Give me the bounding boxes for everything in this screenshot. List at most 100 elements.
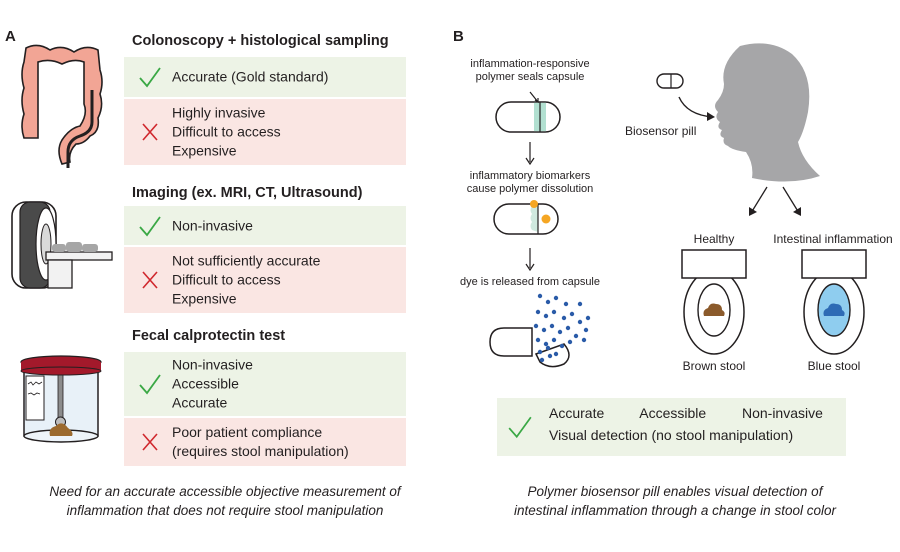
dye-dot (543, 341, 549, 347)
check-icon (508, 416, 532, 439)
dye-dot (573, 333, 579, 339)
dye-dot (539, 357, 545, 363)
stool-sample-jar-icon (20, 355, 102, 443)
panel-a-caption: Need for an accurate accessible objectiv… (0, 482, 450, 520)
pro-item: Non-invasive (172, 356, 253, 373)
check-icon (139, 67, 161, 88)
dye-dot (545, 299, 551, 305)
dye-dot (577, 301, 583, 307)
step-2-label: inflammatory biomarkers cause polymer di… (460, 170, 600, 196)
dye-dot (563, 301, 569, 307)
panel-a-label: A (5, 28, 16, 45)
benefit-item: Non-invasive (741, 405, 823, 421)
caption-line: inflammation that does not require stool… (66, 503, 384, 518)
toilet-healthy-icon (681, 249, 747, 355)
dye-dot (537, 349, 543, 355)
cons-box-imaging: Not sufficiently accurate Difficult to a… (124, 247, 406, 313)
con-item: Expensive (172, 290, 237, 307)
con-item: Difficult to access (172, 271, 281, 288)
dye-dot (559, 343, 565, 349)
benefit-item: Accurate (549, 405, 605, 421)
dye-dot (553, 295, 559, 301)
step-text: cause polymer dissolution (466, 183, 594, 195)
cons-text: Poor patient compliance (requires stool … (172, 423, 349, 461)
step-text: polymer seals capsule (475, 71, 585, 83)
dye-dot (567, 339, 573, 345)
cons-box-fecal: Poor patient compliance (requires stool … (124, 418, 406, 466)
toilet-inflammation-icon (801, 249, 867, 355)
dye-dot (569, 311, 575, 317)
mri-scanner-icon (11, 201, 113, 289)
cross-icon (142, 123, 158, 141)
outcome-result-brown: Brown stool (682, 359, 746, 373)
dye-dots (533, 293, 591, 363)
dye-dot (565, 325, 571, 331)
con-item: Highly invasive (172, 104, 266, 121)
con-item: Not sufficiently accurate (172, 252, 321, 269)
step-text: inflammation-responsive (470, 58, 590, 70)
blue-stool (823, 303, 845, 316)
section-title-fecal-calprotectin: Fecal calprotectin test (132, 328, 286, 344)
biosensor-pill-icon (656, 73, 684, 89)
pros-text: Non-invasive Accessible Accurate (172, 356, 253, 413)
check-icon (139, 374, 161, 395)
sealed-capsule-icon (495, 91, 561, 133)
caption-line: intestinal inflammation through a change… (514, 503, 836, 518)
dye-dot (577, 319, 583, 325)
dye-dot (557, 329, 563, 335)
step-text: dye is released from capsule (459, 276, 600, 288)
benefits-box: Accurate Accessible Non-invasive Visual … (497, 398, 846, 456)
dye-dot (541, 327, 547, 333)
panel-b-label: B (453, 28, 464, 45)
benefits-row-1: Accurate Accessible Non-invasive (549, 405, 823, 421)
section-title-colonoscopy: Colonoscopy + histological sampling (132, 33, 389, 49)
pro-item: Accurate (Gold standard) (172, 68, 329, 85)
cons-text: Not sufficiently accurate Difficult to a… (172, 252, 320, 309)
caption-line: Need for an accurate accessible objectiv… (49, 484, 401, 499)
section-title-imaging: Imaging (ex. MRI, CT, Ultrasound) (132, 185, 363, 201)
cross-icon (142, 271, 158, 289)
cross-icon (142, 433, 158, 451)
dye-dot (543, 313, 549, 319)
human-head-icon (715, 43, 820, 182)
down-arrow-icon (525, 142, 535, 166)
pros-box-imaging: Non-invasive (124, 206, 406, 245)
pro-item: Accessible (172, 375, 239, 392)
con-item: (requires stool manipulation) (172, 443, 349, 459)
dye-dot (547, 353, 553, 359)
swallow-arrow-icon (678, 96, 715, 121)
dye-dot (553, 351, 559, 357)
check-icon (139, 215, 161, 236)
pros-text: Non-invasive (172, 216, 253, 235)
step-3-label: dye is released from capsule (450, 276, 610, 289)
dye-dot (535, 309, 541, 315)
benefits-row-2: Visual detection (no stool manipulation) (549, 427, 794, 443)
pros-box-colonoscopy: Accurate (Gold standard) (124, 57, 406, 97)
outcome-result-blue: Blue stool (807, 359, 861, 373)
step-1-label: inflammation-responsive polymer seals ca… (470, 58, 590, 84)
dye-dot (545, 345, 551, 351)
pro-item: Non-invasive (172, 217, 253, 233)
dye-dot (561, 315, 567, 321)
pro-item: Accurate (172, 394, 228, 411)
caption-line: Polymer biosensor pill enables visual de… (527, 484, 823, 499)
outcome-condition-healthy: Healthy (693, 232, 735, 246)
benefit-item: Accessible (639, 405, 707, 421)
split-arrows-icon (749, 186, 801, 216)
dye-dot (585, 315, 591, 321)
pros-text: Accurate (Gold standard) (172, 68, 328, 87)
dye-dot (549, 323, 555, 329)
panel-b-caption: Polymer biosensor pill enables visual de… (450, 482, 900, 520)
cons-text: Highly invasive Difficult to access Expe… (172, 104, 281, 161)
dye-dot (535, 337, 541, 343)
outcome-condition-inflammation: Intestinal inflammation (773, 232, 893, 246)
brown-stool (703, 303, 725, 316)
biosensor-pill-label: Biosensor pill (625, 124, 697, 138)
down-arrow-icon (525, 248, 535, 272)
con-item: Poor patient compliance (172, 424, 323, 440)
pros-box-fecal: Non-invasive Accessible Accurate (124, 352, 406, 416)
dye-dot (551, 309, 557, 315)
con-item: Difficult to access (172, 123, 281, 140)
colon-icon (21, 44, 103, 168)
dissolving-capsule-icon (493, 200, 559, 235)
